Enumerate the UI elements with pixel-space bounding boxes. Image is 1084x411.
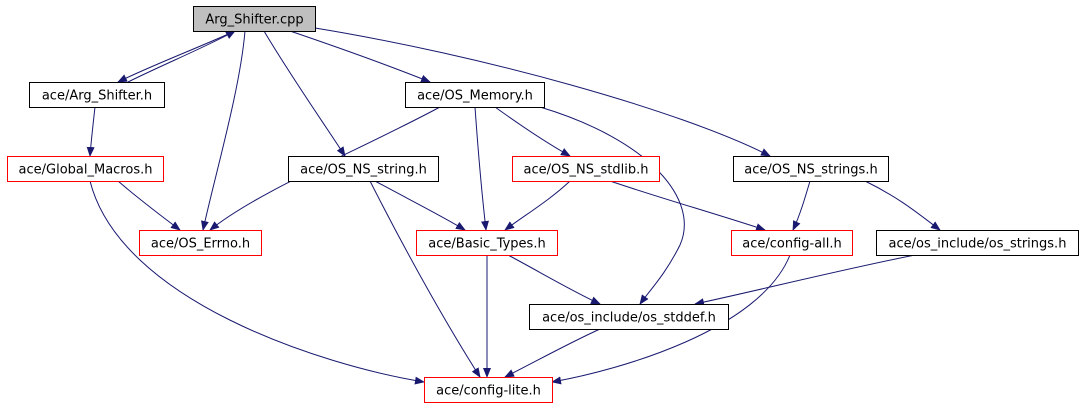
node-os-errno-h[interactable]: ace/OS_Errno.h xyxy=(139,230,262,256)
edge-global_macros_h-to-os_errno_h xyxy=(117,180,181,231)
edge-os_strings_h-to-os_stddef_h xyxy=(694,254,916,307)
node-arg-shifter-cpp[interactable]: Arg_Shifter.cpp xyxy=(193,6,316,32)
node-os-memory-h[interactable]: ace/OS_Memory.h xyxy=(405,82,545,108)
node-box xyxy=(29,82,165,108)
node-label: ace/os_include/os_stddef.h xyxy=(542,311,716,326)
node-box xyxy=(7,156,164,182)
edge-global_macros_h-to-config_lite_h xyxy=(89,180,425,385)
node-box xyxy=(416,230,558,256)
edge-os_ns_string_h-to-basic_types_h xyxy=(374,180,466,231)
edge-os_ns_strings_h-to-config_all_h xyxy=(792,180,811,231)
node-arg-shifter-h[interactable]: ace/Arg_Shifter.h xyxy=(29,82,165,108)
edge-os_ns_stdlib_h-to-basic_types_h xyxy=(504,180,571,231)
edge-arg_shifter_cpp-to-arg_shifter_h xyxy=(117,30,236,83)
edge-arg_shifter_cpp-to-os_ns_strings_h xyxy=(314,27,771,157)
edge-arg_shifter_cpp-to-os_memory_h xyxy=(289,30,431,83)
node-config-all-h[interactable]: ace/config-all.h xyxy=(731,230,853,256)
node-box xyxy=(529,304,729,330)
edge-arg_shifter_h-to-arg_shifter_cpp xyxy=(127,30,236,83)
edge-arg_shifter_cpp-to-os_errno_h xyxy=(201,30,246,231)
node-label: ace/config-lite.h xyxy=(436,384,541,399)
edge-arg_shifter_h-to-global_macros_h xyxy=(86,106,96,157)
edge-os_ns_stdlib_h-to-config_all_h xyxy=(609,180,766,231)
node-basic-types-h[interactable]: ace/Basic_Types.h xyxy=(416,230,558,256)
node-label: ace/OS_NS_string.h xyxy=(300,163,427,178)
node-label: Arg_Shifter.cpp xyxy=(205,13,303,28)
node-box xyxy=(193,6,316,32)
node-os-ns-stdlib-h[interactable]: ace/OS_NS_stdlib.h xyxy=(512,156,660,182)
node-os-strings-h[interactable]: ace/os_include/os_strings.h xyxy=(876,230,1079,256)
edge-basic_types_h-to-os_stddef_h xyxy=(507,254,601,305)
node-label: ace/OS_Memory.h xyxy=(417,89,533,104)
node-label: ace/Basic_Types.h xyxy=(428,237,545,252)
edge-config_all_h-to-config_lite_h xyxy=(551,254,791,385)
node-box xyxy=(288,156,439,182)
node-box xyxy=(139,230,262,256)
edge-arg_shifter_cpp-to-os_ns_string_h xyxy=(263,30,346,157)
edge-os_stddef_h-to-config_lite_h xyxy=(504,328,601,378)
node-os-stddef-h[interactable]: ace/os_include/os_stddef.h xyxy=(529,304,729,330)
edge-os_ns_strings_h-to-os_strings_h xyxy=(864,180,941,231)
edge-os_memory_h-to-os_ns_stdlib_h xyxy=(494,106,571,157)
edge-os_memory_h-to-basic_types_h xyxy=(474,106,489,231)
node-box xyxy=(405,82,545,108)
node-global-macros-h[interactable]: ace/Global_Macros.h xyxy=(7,156,164,182)
node-label: ace/Global_Macros.h xyxy=(19,163,153,178)
node-box xyxy=(731,230,853,256)
edge-layer xyxy=(86,27,941,385)
node-os-ns-strings-h[interactable]: ace/OS_NS_strings.h xyxy=(733,156,889,182)
node-os-ns-string-h[interactable]: ace/OS_NS_string.h xyxy=(288,156,439,182)
edge-os_ns_string_h-to-config_lite_h xyxy=(369,180,481,378)
node-label: ace/Arg_Shifter.h xyxy=(42,89,152,104)
node-label: ace/config-all.h xyxy=(742,237,842,252)
node-label: ace/os_include/os_strings.h xyxy=(889,237,1067,252)
node-config-lite-h[interactable]: ace/config-lite.h xyxy=(424,377,553,403)
node-label: ace/OS_Errno.h xyxy=(151,237,250,252)
node-label: ace/OS_NS_strings.h xyxy=(744,163,877,178)
node-layer: Arg_Shifter.cpp ace/Arg_Shifter.h ace/OS_M… xyxy=(7,6,1079,403)
edge-os_memory_h-to-os_stddef_h xyxy=(539,106,685,305)
node-box xyxy=(512,156,660,182)
node-label: ace/OS_NS_stdlib.h xyxy=(524,163,649,178)
node-box xyxy=(876,230,1079,256)
node-box xyxy=(424,377,553,403)
node-box xyxy=(733,156,889,182)
